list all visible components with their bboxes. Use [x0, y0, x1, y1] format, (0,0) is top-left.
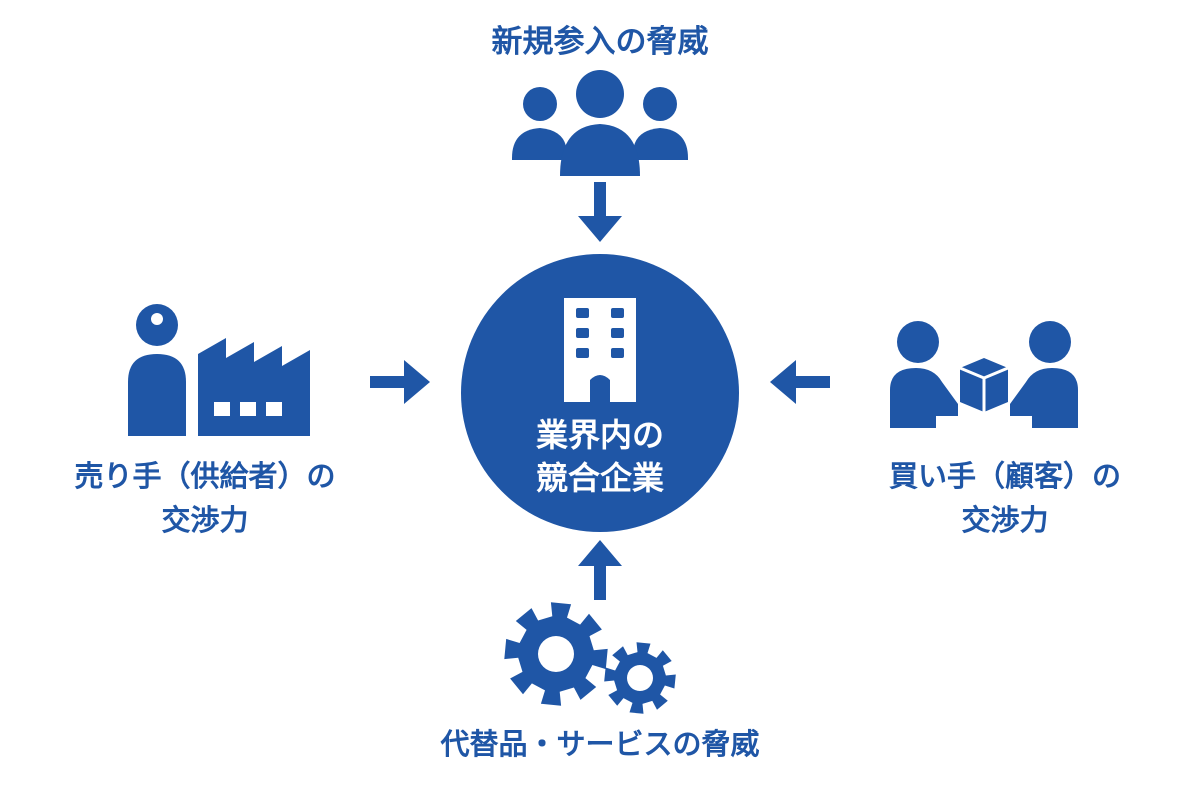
- arrow-up-icon: [578, 540, 622, 600]
- center-label-line1: 業界内の: [535, 416, 664, 454]
- center-circle: 業界内の 競合企業: [461, 254, 739, 532]
- supplier-power-label: 売り手（供給者）の 交渉力: [40, 455, 370, 542]
- handshake-package-icon: [890, 321, 1078, 428]
- arrow-left-icon: [770, 360, 830, 404]
- arrow-right-icon: [370, 360, 430, 404]
- new-entrants-label-text: 新規参入の脅威: [491, 24, 709, 60]
- substitutes-label-text: 代替品・サービスの脅威: [440, 727, 760, 761]
- buyer-power-line2: 交渉力: [961, 502, 1049, 537]
- center-label-line2: 競合企業: [535, 459, 664, 498]
- competitive-rivalry-label: 業界内の 競合企業: [461, 414, 739, 500]
- supplier-power-line1: 売り手（供給者）の: [74, 459, 336, 493]
- people-group-icon: [512, 70, 688, 176]
- buyer-power-line1: 買い手（顧客）の: [888, 459, 1121, 493]
- supplier-power-line2: 交渉力: [161, 502, 249, 537]
- large-gear-icon: [504, 602, 608, 706]
- gears-icon: [504, 602, 676, 714]
- new-entrants-label: 新規参入の脅威: [400, 22, 800, 62]
- arrow-down-icon: [578, 182, 622, 242]
- person-factory-icon: [128, 304, 310, 436]
- office-building-icon: [564, 298, 636, 402]
- substitutes-label: 代替品・サービスの脅威: [380, 726, 820, 764]
- buyer-power-label: 買い手（顧客）の 交渉力: [840, 455, 1170, 542]
- small-gear-icon: [604, 642, 676, 714]
